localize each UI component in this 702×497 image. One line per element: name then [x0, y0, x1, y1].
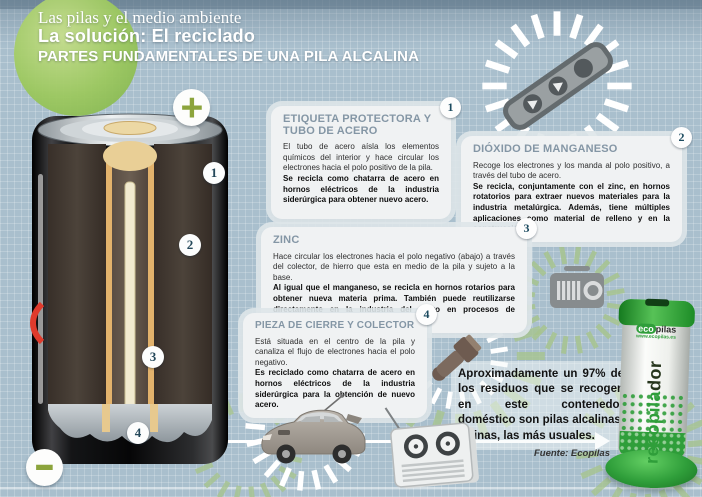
title-subtitle: PARTES FUNDAMENTALES DE UNA PILA ALCALIN…	[38, 48, 420, 66]
radio-icon	[550, 266, 604, 308]
callout-title: ETIQUETA PROTECTORA Y TUBO DE ACERO	[283, 113, 432, 137]
battery-part-badge-4: 4	[127, 422, 149, 444]
battery-cutaway-illustration	[30, 113, 228, 464]
callout-title: DIÓXIDO DE MANGANESO	[473, 143, 618, 155]
statistic-note: Aproximadamente un 97% de los residuos q…	[451, 361, 631, 451]
title-supertitle: Las pilas y el medio ambiente	[38, 8, 242, 27]
minus-glyph: −	[34, 438, 55, 494]
battery-part-badge-2: 2	[179, 234, 201, 256]
callout-body: Está situada en el centro de la pila y c…	[255, 336, 415, 367]
brand-pilas: pilas	[655, 324, 677, 335]
battery-part-badge-1: 1	[203, 162, 225, 184]
battery-part-badge-3: 3	[142, 346, 164, 368]
container-slot	[645, 298, 670, 307]
callout-number-badge: 1	[440, 97, 461, 118]
callout-dioxido-manganeso: 2 DIÓXIDO DE MANGANESO Recoge los electr…	[461, 127, 692, 242]
callout-etiqueta-tubo-acero: 1 ETIQUETA PROTECTORA Y TUBO DE ACERO El…	[271, 97, 461, 219]
plus-icon: +	[173, 85, 210, 130]
callout-body: Recoge los electrones y los manda al pol…	[473, 160, 670, 181]
title-main: La solución: El reciclado	[38, 25, 256, 46]
brand-eco: eco	[636, 323, 656, 335]
minus-icon: −	[26, 442, 63, 491]
callout-pieza-cierre-colector: 4 PIEZA DE CIERRE Y COLECTOR Está situad…	[243, 304, 437, 418]
container-vertical-label: recopilador	[641, 346, 666, 465]
top-border-band	[0, 0, 702, 9]
callout-number-badge: 4	[416, 304, 437, 325]
page-title: Las pilas y el medio ambiente La solució…	[38, 9, 419, 66]
callout-body-bold: Se recicla como chatarra de acero en hor…	[283, 173, 439, 205]
source-credit: Fuente: Ecopilas	[533, 448, 610, 459]
callout-title: ZINC	[273, 234, 300, 246]
rc-controller-icon	[384, 407, 479, 489]
callout-body: El tubo de acero aísla los elementos quí…	[283, 142, 439, 173]
remote-control-icon	[503, 42, 613, 130]
callout-number-badge: 3	[516, 218, 537, 239]
label-recopila: recopila	[641, 390, 665, 465]
callout-number-badge: 2	[671, 127, 692, 148]
car-icon	[261, 394, 366, 464]
callout-body: Hace circular los electrones hacia el po…	[273, 251, 515, 282]
label-dor: dor	[644, 360, 666, 392]
title-green-circle	[14, 0, 138, 116]
bottom-gridline	[0, 487, 702, 489]
callout-body-bold: Es reciclado como chatarra de acero en h…	[255, 368, 415, 410]
flashlight-icon	[432, 334, 482, 381]
callout-title: PIEZA DE CIERRE Y COLECTOR	[255, 320, 415, 331]
plus-glyph: +	[180, 85, 203, 130]
